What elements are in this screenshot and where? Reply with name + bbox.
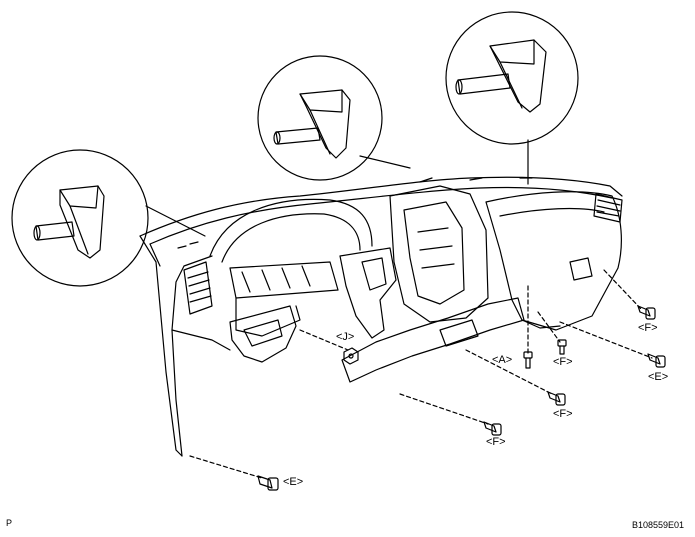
bolt-icon (637, 305, 656, 320)
screw-icon (523, 351, 533, 369)
callout-F-small: <F> (553, 356, 573, 368)
callout-E-left: <E> (283, 476, 304, 488)
fastener-guide-lines (189, 269, 653, 479)
bolt-icon (257, 475, 279, 491)
callout-J: <J> (336, 331, 355, 343)
callout-A: <A> (492, 354, 513, 366)
callout-F-lower: <F> (553, 408, 573, 420)
callout-F-mid: <F> (486, 436, 506, 448)
bolt-icon (547, 391, 566, 406)
instrument-panel-body (139, 176, 623, 457)
bolt-icon (647, 353, 666, 368)
page-marker: P (6, 518, 13, 528)
callout-E-right: <E> (648, 371, 669, 383)
figure-code: B108559E01 (632, 520, 685, 530)
bolt-icon (483, 421, 502, 436)
callout-F-right: <F> (638, 322, 658, 334)
nut-icon (343, 347, 359, 365)
screw-icon (557, 339, 567, 355)
bubble-leader-lines (145, 139, 529, 237)
clip-detail-bubble-middle (257, 55, 383, 181)
clip-detail-bubble-left (11, 149, 149, 287)
clip-detail-bubble-right (445, 11, 579, 145)
